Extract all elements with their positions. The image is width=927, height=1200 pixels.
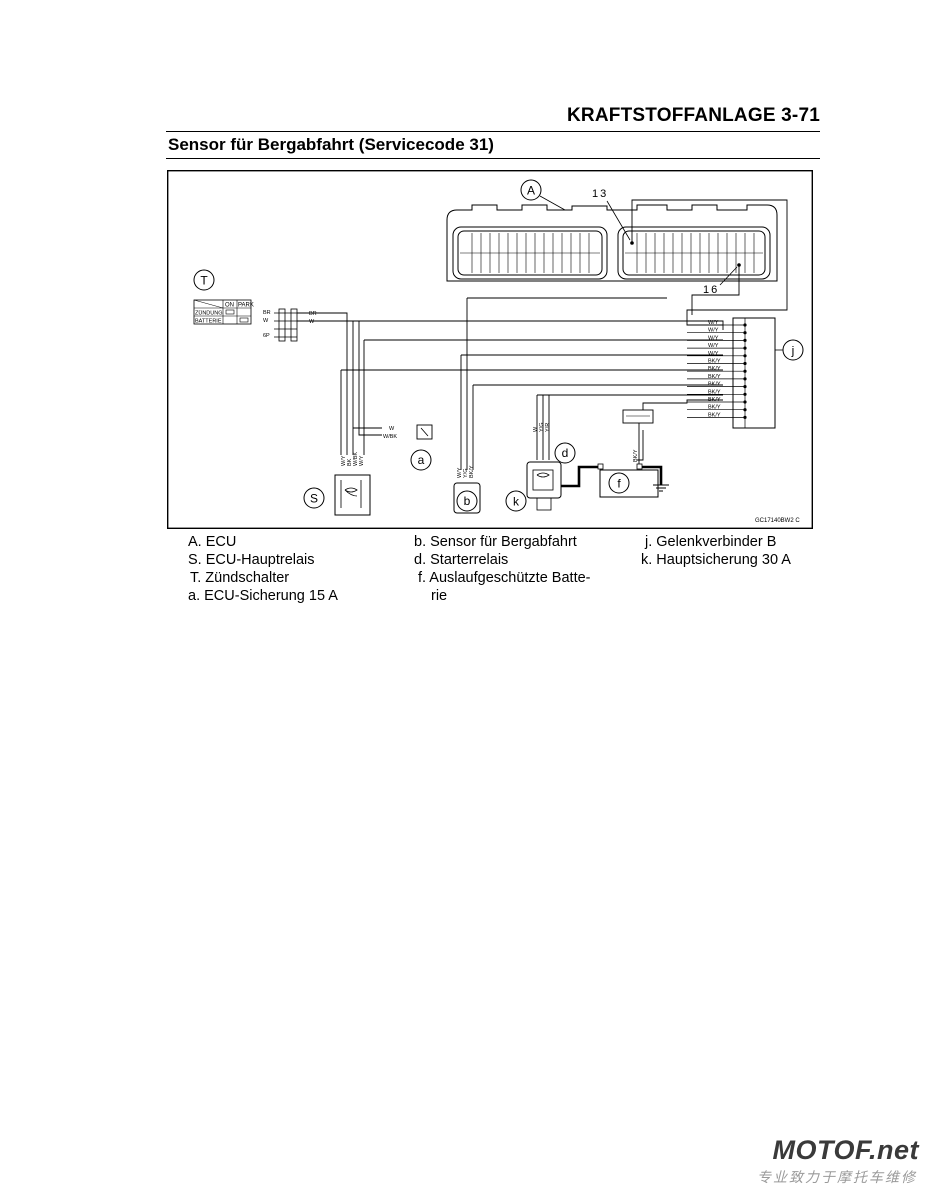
- switch-col-on: ON: [225, 303, 234, 309]
- legend-item: b. Sensor für Bergabfahrt: [414, 534, 577, 550]
- connector-pin: [743, 377, 747, 381]
- ignition-switch: T ON PARK ZÜNDUNG BATTERIE BR W 6P BR W: [193, 269, 317, 342]
- connector-wire-label: BK/Y: [708, 389, 721, 395]
- callout-a: A: [527, 184, 535, 198]
- relay-wire-w-y: W/Y: [341, 455, 347, 466]
- connector-pin: [743, 354, 747, 358]
- legend-column-1: A. ECU S. ECU-Hauptrelais T. Zündschalte…: [188, 533, 338, 605]
- legend-item: d. Starterrelais: [414, 552, 509, 568]
- connector-pin: [743, 415, 747, 419]
- starter-wire-y-g: Y/G: [539, 423, 545, 432]
- connector-pin: [743, 338, 747, 342]
- connector-wire-label: W/Y: [708, 343, 719, 349]
- connector-pin: [743, 323, 747, 327]
- sensor-wire-w-y: W/Y: [457, 467, 463, 478]
- header-rule: [166, 131, 820, 132]
- battery-wire-bk-y: BK/Y: [633, 449, 639, 462]
- site-logo: MOTOF.net: [772, 1135, 919, 1165]
- legend-column-2: b. Sensor für Bergabfahrt d. Starterrela…: [414, 533, 591, 605]
- connector-pin: [743, 385, 747, 389]
- legend-column-3: j. Gelenkverbinder B k. Hauptsicherung 3…: [641, 533, 791, 569]
- ign-wire-6p: 6P: [263, 333, 270, 339]
- callout-j: j: [791, 344, 795, 358]
- legend-item: j. Gelenkverbinder B: [645, 534, 777, 550]
- section-title: Sensor für Bergabfahrt (Servicecode 31): [168, 135, 494, 154]
- legend-item: A. ECU: [188, 534, 237, 550]
- connector-wire-label: BK/Y: [708, 405, 721, 411]
- fuse-wire-w-bk: W/BK: [383, 434, 397, 440]
- callout-d: d: [562, 446, 569, 460]
- starter-wire-w: W: [533, 426, 539, 432]
- connector-pin: [743, 361, 747, 366]
- connector-pin: [743, 346, 747, 350]
- ecu-fuse: W W/BK a: [383, 424, 433, 471]
- connector-wire-label: BK/Y: [708, 366, 721, 372]
- connector-wire-label: W/Y: [708, 351, 719, 357]
- callout-s: S: [310, 492, 318, 506]
- legend-item: f. Auslaufgeschützte Batte-: [418, 570, 591, 586]
- connector-pin: [743, 392, 747, 396]
- relay-wire-w-y-2: W/Y: [359, 455, 365, 466]
- ecu-pin-grid: [460, 233, 763, 273]
- callout-k: k: [513, 495, 520, 509]
- site-slogan: 专业致力于摩托车维修: [757, 1169, 917, 1185]
- connector-wire-label: BK/Y: [708, 359, 721, 365]
- ign-wire-w: W: [263, 318, 269, 324]
- wiring-lines: [297, 199, 788, 470]
- relay-wire-w-bk: W/BK: [353, 452, 359, 466]
- battery: f BK/Y: [597, 399, 723, 498]
- drawing-code: GC17140BW2 C: [755, 518, 800, 524]
- pin-13-label: 13: [592, 188, 608, 200]
- legend-item: T. Zündschalter: [190, 570, 290, 586]
- connector-wire-label: BK/Y: [708, 397, 721, 403]
- ign-wire-w-2: W: [309, 319, 315, 325]
- connector-wire-label: BK/Y: [708, 412, 721, 418]
- connector-pin: [743, 400, 747, 404]
- pin-16-label: 16: [703, 284, 719, 296]
- fuse-wire-w: W: [389, 426, 395, 432]
- connector-wire-label: BK/Y: [708, 382, 721, 388]
- downhill-sensor: W/Y Y/G BK/Y b: [453, 465, 481, 514]
- sensor-wire-bk-y: BK/Y: [469, 465, 475, 478]
- connector-pin: [743, 369, 747, 373]
- switch-row-batterie: BATTERIE: [195, 319, 222, 325]
- joint-connector: j W/YW/YW/YW/YW/YBK/YBK/YBK/YBK/YBK/YBK/…: [687, 317, 804, 429]
- switch-row-zundung: ZÜNDUNG: [195, 310, 223, 317]
- legend-item: a. ECU-Sicherung 15 A: [188, 588, 338, 604]
- connector-pin: [743, 331, 747, 335]
- ecu-callout: A: [520, 179, 566, 211]
- ign-wire-br-2: BR: [309, 311, 317, 317]
- connector-wire-label: W/Y: [708, 320, 719, 326]
- pin-16-marker: 16: [703, 263, 741, 296]
- legend-item: k. Hauptsicherung 30 A: [641, 552, 791, 568]
- callout-t: T: [200, 274, 208, 288]
- connector-wire-label: W/Y: [708, 335, 719, 341]
- connector-wire-label: W/Y: [708, 328, 719, 334]
- connector-wire-label: BK/Y: [708, 374, 721, 380]
- starter-relay: W Y/G Y/R d k: [505, 423, 600, 512]
- callout-a-fuse: a: [418, 453, 425, 467]
- pin-13-marker: 13: [592, 188, 634, 245]
- callout-b: b: [464, 494, 471, 508]
- ecu-unit: [446, 204, 778, 282]
- wiring-diagram: A 13 16 T ON PARK ZÜNDUNG BATTERIE BR W …: [167, 170, 813, 530]
- section-rule: [166, 158, 820, 159]
- starter-wire-y-r: Y/R: [545, 423, 551, 432]
- sensor-wire-y-g: Y/G: [463, 469, 469, 478]
- chapter-title: KRAFTSTOFFANLAGE 3-71: [567, 105, 820, 126]
- connector-pin: [743, 408, 747, 412]
- ecu-main-relay: W/Y BK W/BK W/Y S: [303, 452, 371, 516]
- ign-wire-br: BR: [263, 310, 271, 316]
- relay-wire-bk: BK: [347, 458, 353, 466]
- switch-col-park: PARK: [238, 303, 254, 309]
- callout-f: f: [617, 477, 621, 491]
- legend-item: S. ECU-Hauptrelais: [188, 552, 315, 568]
- legend-item: rie: [431, 588, 448, 604]
